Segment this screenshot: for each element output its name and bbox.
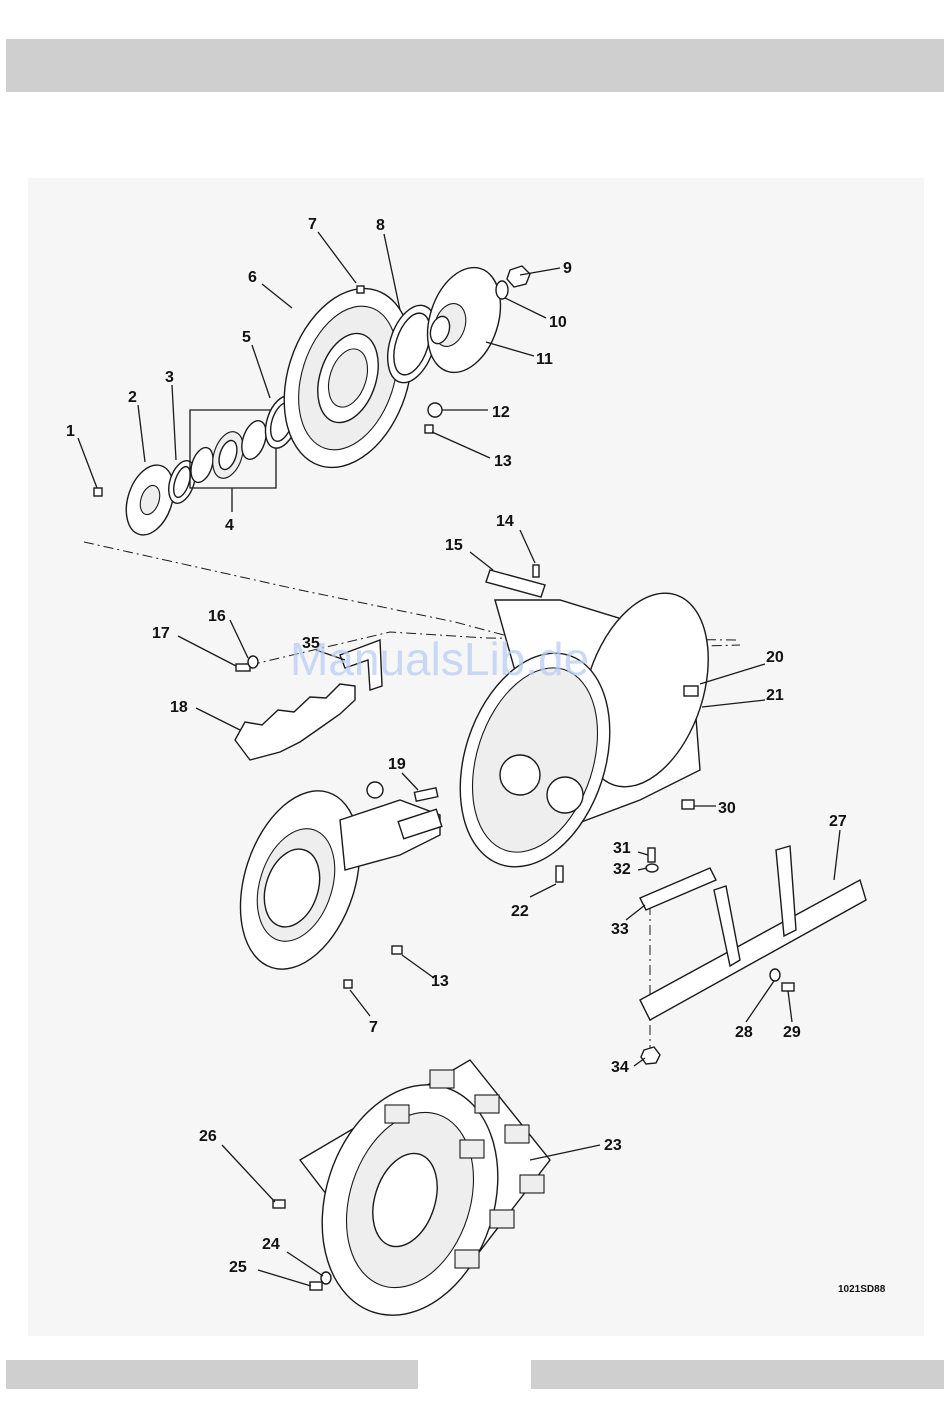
callout-13-lower: 13 bbox=[431, 973, 449, 990]
nut-34 bbox=[641, 1047, 660, 1064]
callout-4: 4 bbox=[225, 517, 234, 534]
scraper-clip-33 bbox=[640, 868, 716, 910]
screw-7-lower bbox=[344, 980, 352, 988]
callout-21: 21 bbox=[766, 687, 784, 704]
padfoot-drum-shell bbox=[294, 1060, 550, 1338]
screw-1 bbox=[94, 488, 102, 496]
bearing-assembly bbox=[187, 410, 276, 488]
bolt-30 bbox=[682, 800, 694, 809]
callout-19: 19 bbox=[388, 756, 406, 773]
drawing-code: 1021SD88 bbox=[838, 1284, 886, 1295]
bolt-17 bbox=[236, 664, 250, 671]
frame-bracket bbox=[640, 846, 866, 1020]
fitting-20 bbox=[684, 686, 698, 696]
callout-14: 14 bbox=[496, 513, 514, 530]
scraper-guard-18 bbox=[235, 684, 355, 760]
callout-6: 6 bbox=[248, 269, 257, 286]
drive-motor-flange bbox=[219, 776, 442, 985]
washer-28 bbox=[770, 969, 780, 981]
callout-33: 33 bbox=[611, 921, 629, 938]
callout-27: 27 bbox=[829, 813, 847, 830]
callout-18: 18 bbox=[170, 699, 188, 716]
callout-1: 1 bbox=[66, 423, 75, 440]
drum-housing bbox=[434, 577, 731, 886]
callout-28: 28 bbox=[735, 1024, 753, 1041]
washer-32 bbox=[646, 864, 658, 872]
callout-24: 24 bbox=[262, 1236, 280, 1253]
callout-7-lower: 7 bbox=[369, 1019, 378, 1036]
screw-14 bbox=[533, 565, 539, 577]
footer-bar-right bbox=[531, 1360, 944, 1389]
callout-35: 35 bbox=[302, 635, 320, 652]
callout-23: 23 bbox=[604, 1137, 622, 1154]
callout-20: 20 bbox=[766, 649, 784, 666]
callout-12: 12 bbox=[492, 404, 510, 421]
callout-32: 32 bbox=[613, 861, 631, 878]
callout-34: 34 bbox=[611, 1059, 629, 1076]
washer-10 bbox=[496, 281, 508, 299]
callout-15: 15 bbox=[445, 537, 463, 554]
callout-13-upper: 13 bbox=[494, 453, 512, 470]
fitting-12 bbox=[428, 403, 442, 417]
callout-5: 5 bbox=[242, 329, 251, 346]
bolt-25 bbox=[310, 1282, 322, 1290]
callout-31: 31 bbox=[613, 840, 631, 857]
callout-16: 16 bbox=[208, 608, 226, 625]
callout-8: 8 bbox=[376, 217, 385, 234]
bolt-31 bbox=[648, 848, 655, 862]
nut-9 bbox=[507, 266, 530, 287]
screw-13-upper bbox=[425, 425, 433, 433]
bolt-29 bbox=[782, 983, 794, 991]
washer-16 bbox=[248, 656, 258, 668]
callout-30: 30 bbox=[718, 800, 736, 817]
callout-11: 11 bbox=[536, 351, 553, 368]
callout-26: 26 bbox=[199, 1128, 217, 1145]
callout-2: 2 bbox=[128, 389, 137, 406]
screw-7-upper bbox=[357, 286, 364, 293]
callout-10: 10 bbox=[549, 314, 567, 331]
callout-25: 25 bbox=[229, 1259, 247, 1276]
watermark: ManualsLib.de bbox=[290, 633, 589, 685]
bolt-22 bbox=[556, 866, 563, 882]
callout-3: 3 bbox=[165, 369, 174, 386]
screw-13-lower bbox=[392, 946, 402, 954]
callout-29: 29 bbox=[783, 1024, 801, 1041]
callout-17: 17 bbox=[152, 625, 170, 642]
footer-bar-left bbox=[6, 1360, 418, 1389]
callout-22: 22 bbox=[511, 903, 529, 920]
hub-plate bbox=[415, 258, 513, 382]
callout-7-upper: 7 bbox=[308, 216, 317, 233]
callout-9: 9 bbox=[563, 260, 572, 277]
